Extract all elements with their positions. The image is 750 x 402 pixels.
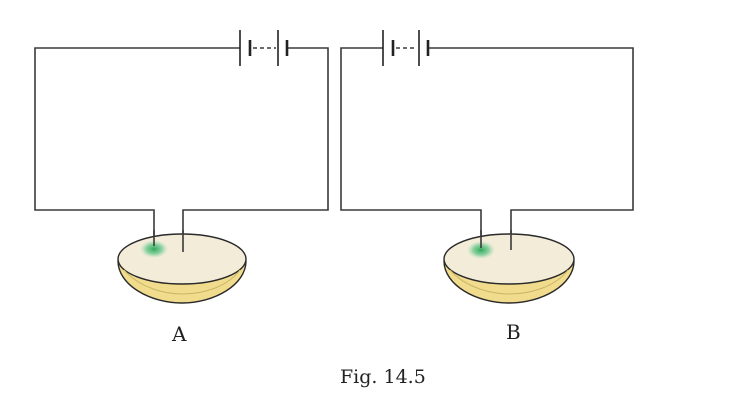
circuit-b-wire — [340, 47, 482, 240]
panel-label-b: B — [506, 320, 521, 344]
figure-caption: Fig. 14.5 — [340, 366, 426, 388]
circuit-b-wire-return — [428, 47, 634, 246]
circuit-a-wire-return — [182, 47, 329, 246]
potato-b — [443, 233, 575, 304]
green-spot-b — [467, 241, 495, 259]
battery-b — [382, 30, 430, 66]
panel-label-a: A — [172, 322, 187, 346]
circuit-a-wire — [34, 47, 240, 238]
battery-a — [239, 30, 289, 66]
circuit-b — [340, 30, 634, 304]
potato-a — [117, 233, 247, 304]
green-spot-a — [140, 240, 168, 258]
circuit-a — [34, 30, 329, 304]
